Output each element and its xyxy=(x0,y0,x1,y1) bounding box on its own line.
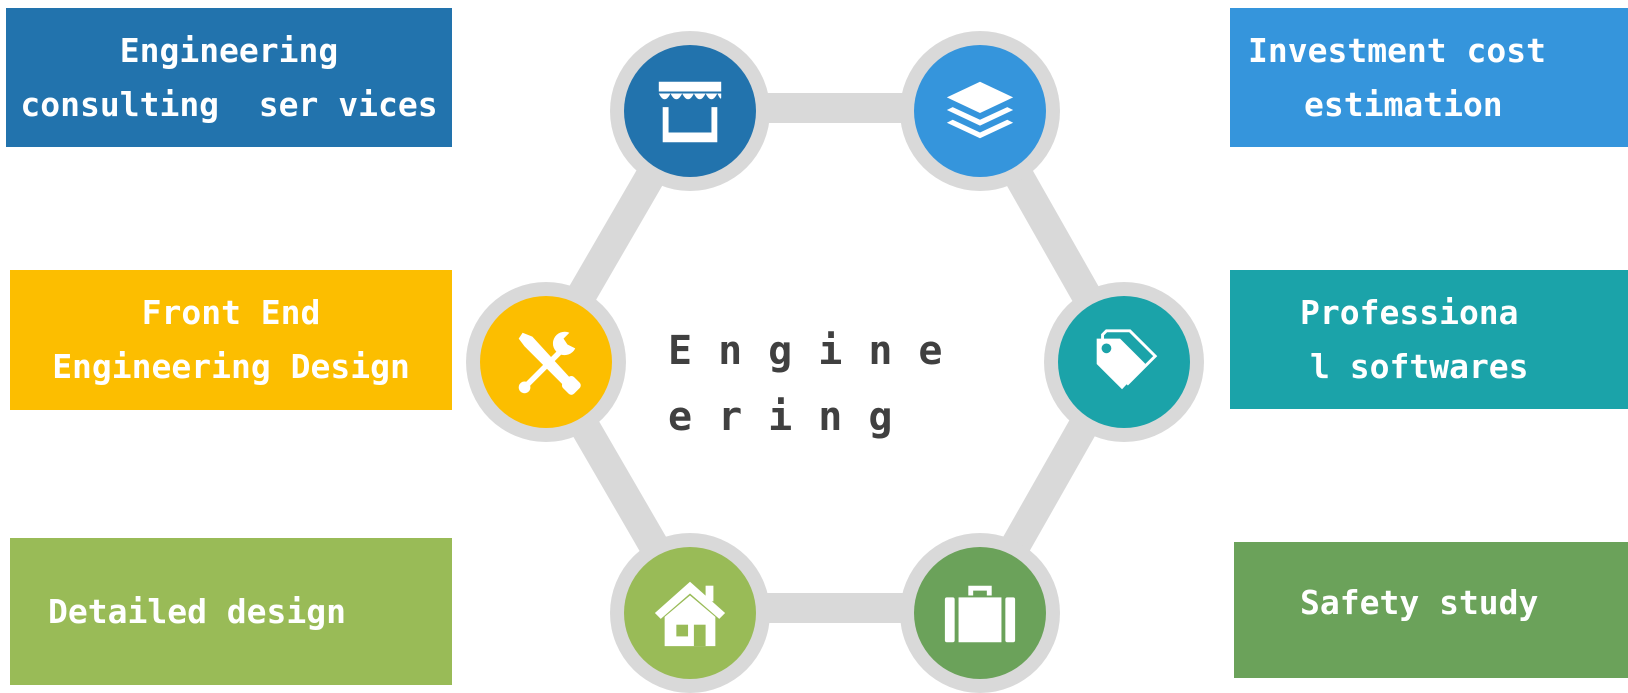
feed-box: Front End Engineering Design xyxy=(10,270,452,410)
node-layers xyxy=(900,31,1060,191)
feed-line-2: Engineering Design xyxy=(52,347,410,386)
center-label: Engineering xyxy=(668,328,969,440)
node-storefront xyxy=(610,31,770,191)
layers-icon xyxy=(946,81,1014,139)
node-tag xyxy=(1044,282,1204,442)
software-line-2: l softwares xyxy=(1310,346,1529,386)
professional-software-box: Professiona l softwares xyxy=(1230,270,1628,409)
software-line-1: Professiona xyxy=(1300,292,1519,332)
feed-line-1: Front End xyxy=(141,293,321,332)
consulting-line-2: consulting ser vices xyxy=(20,84,438,124)
tools-icon xyxy=(518,331,581,395)
tag-icon xyxy=(1096,329,1158,390)
node-house xyxy=(610,533,770,693)
safety-study-box: Safety study xyxy=(1234,542,1628,678)
investment-cost-box: Investment cost estimation xyxy=(1230,8,1628,147)
detailed-design-box: Detailed design xyxy=(10,538,452,685)
node-briefcase xyxy=(900,533,1060,693)
briefcase-icon xyxy=(944,585,1016,643)
consulting-line-1: Engineering xyxy=(119,30,339,70)
investment-line-1: Investment cost xyxy=(1248,30,1547,70)
node-tools xyxy=(466,282,626,442)
detailed-line-1: Detailed design xyxy=(48,591,347,631)
consulting-services-box: Engineering consulting ser vices xyxy=(6,8,452,147)
investment-line-2: estimation xyxy=(1304,84,1503,124)
storefront-icon xyxy=(658,81,722,143)
house-icon xyxy=(654,581,726,647)
safety-line-1: Safety study xyxy=(1300,583,1539,622)
